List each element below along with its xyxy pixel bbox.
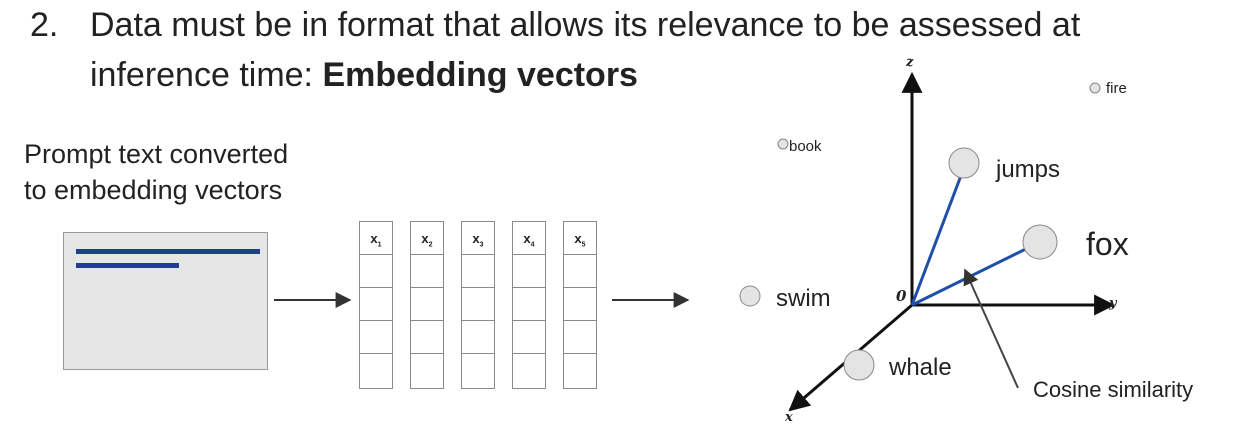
prompt-caption: Prompt text converted to embedding vecto… bbox=[24, 136, 288, 208]
vector-cell bbox=[411, 288, 443, 321]
x-axis-label: x bbox=[785, 410, 793, 425]
vector-label: x4 bbox=[523, 231, 535, 249]
word-fox: fox bbox=[1086, 226, 1129, 262]
document-text-line bbox=[76, 263, 179, 268]
embedding-vector-column: x2 bbox=[410, 221, 444, 389]
vector-cell bbox=[411, 321, 443, 354]
vector-cell bbox=[462, 255, 494, 288]
origin-label: 0 bbox=[896, 287, 907, 305]
vector-cell bbox=[564, 321, 596, 354]
vector-cell bbox=[462, 321, 494, 354]
vector-label: x5 bbox=[574, 231, 586, 249]
word-swim: swim bbox=[776, 285, 831, 312]
vector-cell bbox=[360, 255, 392, 288]
y-axis-label: y bbox=[1109, 296, 1117, 311]
word-fire: fire bbox=[1106, 80, 1127, 97]
prompt-caption-line-2: to embedding vectors bbox=[24, 175, 283, 205]
heading-line-2-bold: Embedding vectors bbox=[322, 56, 638, 94]
heading-line-2-plain: inference time: bbox=[90, 56, 323, 94]
vector-cell: x2 bbox=[411, 222, 443, 255]
document-text-line bbox=[76, 249, 260, 254]
heading-line-2: inference time: Embedding vectors bbox=[90, 52, 638, 98]
jumps-vector bbox=[910, 164, 967, 306]
embedding-vector-column: x1 bbox=[359, 221, 393, 389]
vector-cell: x1 bbox=[360, 222, 392, 255]
word-jumps: jumps bbox=[996, 156, 1061, 183]
vector-cell bbox=[360, 321, 392, 354]
book-point bbox=[777, 138, 789, 150]
embedding-vector-column: x5 bbox=[563, 221, 597, 389]
vector-cell bbox=[462, 288, 494, 321]
vector-cell: x5 bbox=[564, 222, 596, 255]
vector-cell bbox=[513, 321, 545, 354]
embedding-vector-column: x4 bbox=[512, 221, 546, 389]
embedding-vector-column: x3 bbox=[461, 221, 495, 389]
whale-point bbox=[843, 349, 875, 381]
fox-point bbox=[1022, 224, 1058, 260]
cosine-similarity-label: Cosine similarity bbox=[1033, 377, 1194, 402]
word-book: book bbox=[789, 138, 822, 155]
vector-cell: x4 bbox=[513, 222, 545, 255]
prompt-caption-line-1: Prompt text converted bbox=[24, 139, 289, 169]
vector-label: x2 bbox=[421, 231, 433, 249]
vector-label: x3 bbox=[472, 231, 484, 249]
vector-cell: x3 bbox=[462, 222, 494, 255]
jumps-point bbox=[948, 147, 980, 179]
fire-point bbox=[1089, 82, 1101, 94]
cosine-similarity-pointer bbox=[963, 268, 1019, 389]
swim-point bbox=[739, 285, 761, 307]
z-axis-label: z bbox=[906, 55, 914, 70]
vector-cell bbox=[513, 288, 545, 321]
vector-cell bbox=[564, 255, 596, 288]
vector-cell bbox=[360, 288, 392, 321]
word-whale: whale bbox=[889, 354, 952, 381]
heading-line-1: Data must be in format that allows its r… bbox=[90, 6, 1081, 44]
vector-cell bbox=[564, 288, 596, 321]
list-number: 2. bbox=[30, 6, 59, 44]
vector-cell bbox=[411, 255, 443, 288]
vector-label: x1 bbox=[370, 231, 382, 249]
vector-cell bbox=[513, 255, 545, 288]
prompt-document-icon bbox=[63, 232, 268, 370]
